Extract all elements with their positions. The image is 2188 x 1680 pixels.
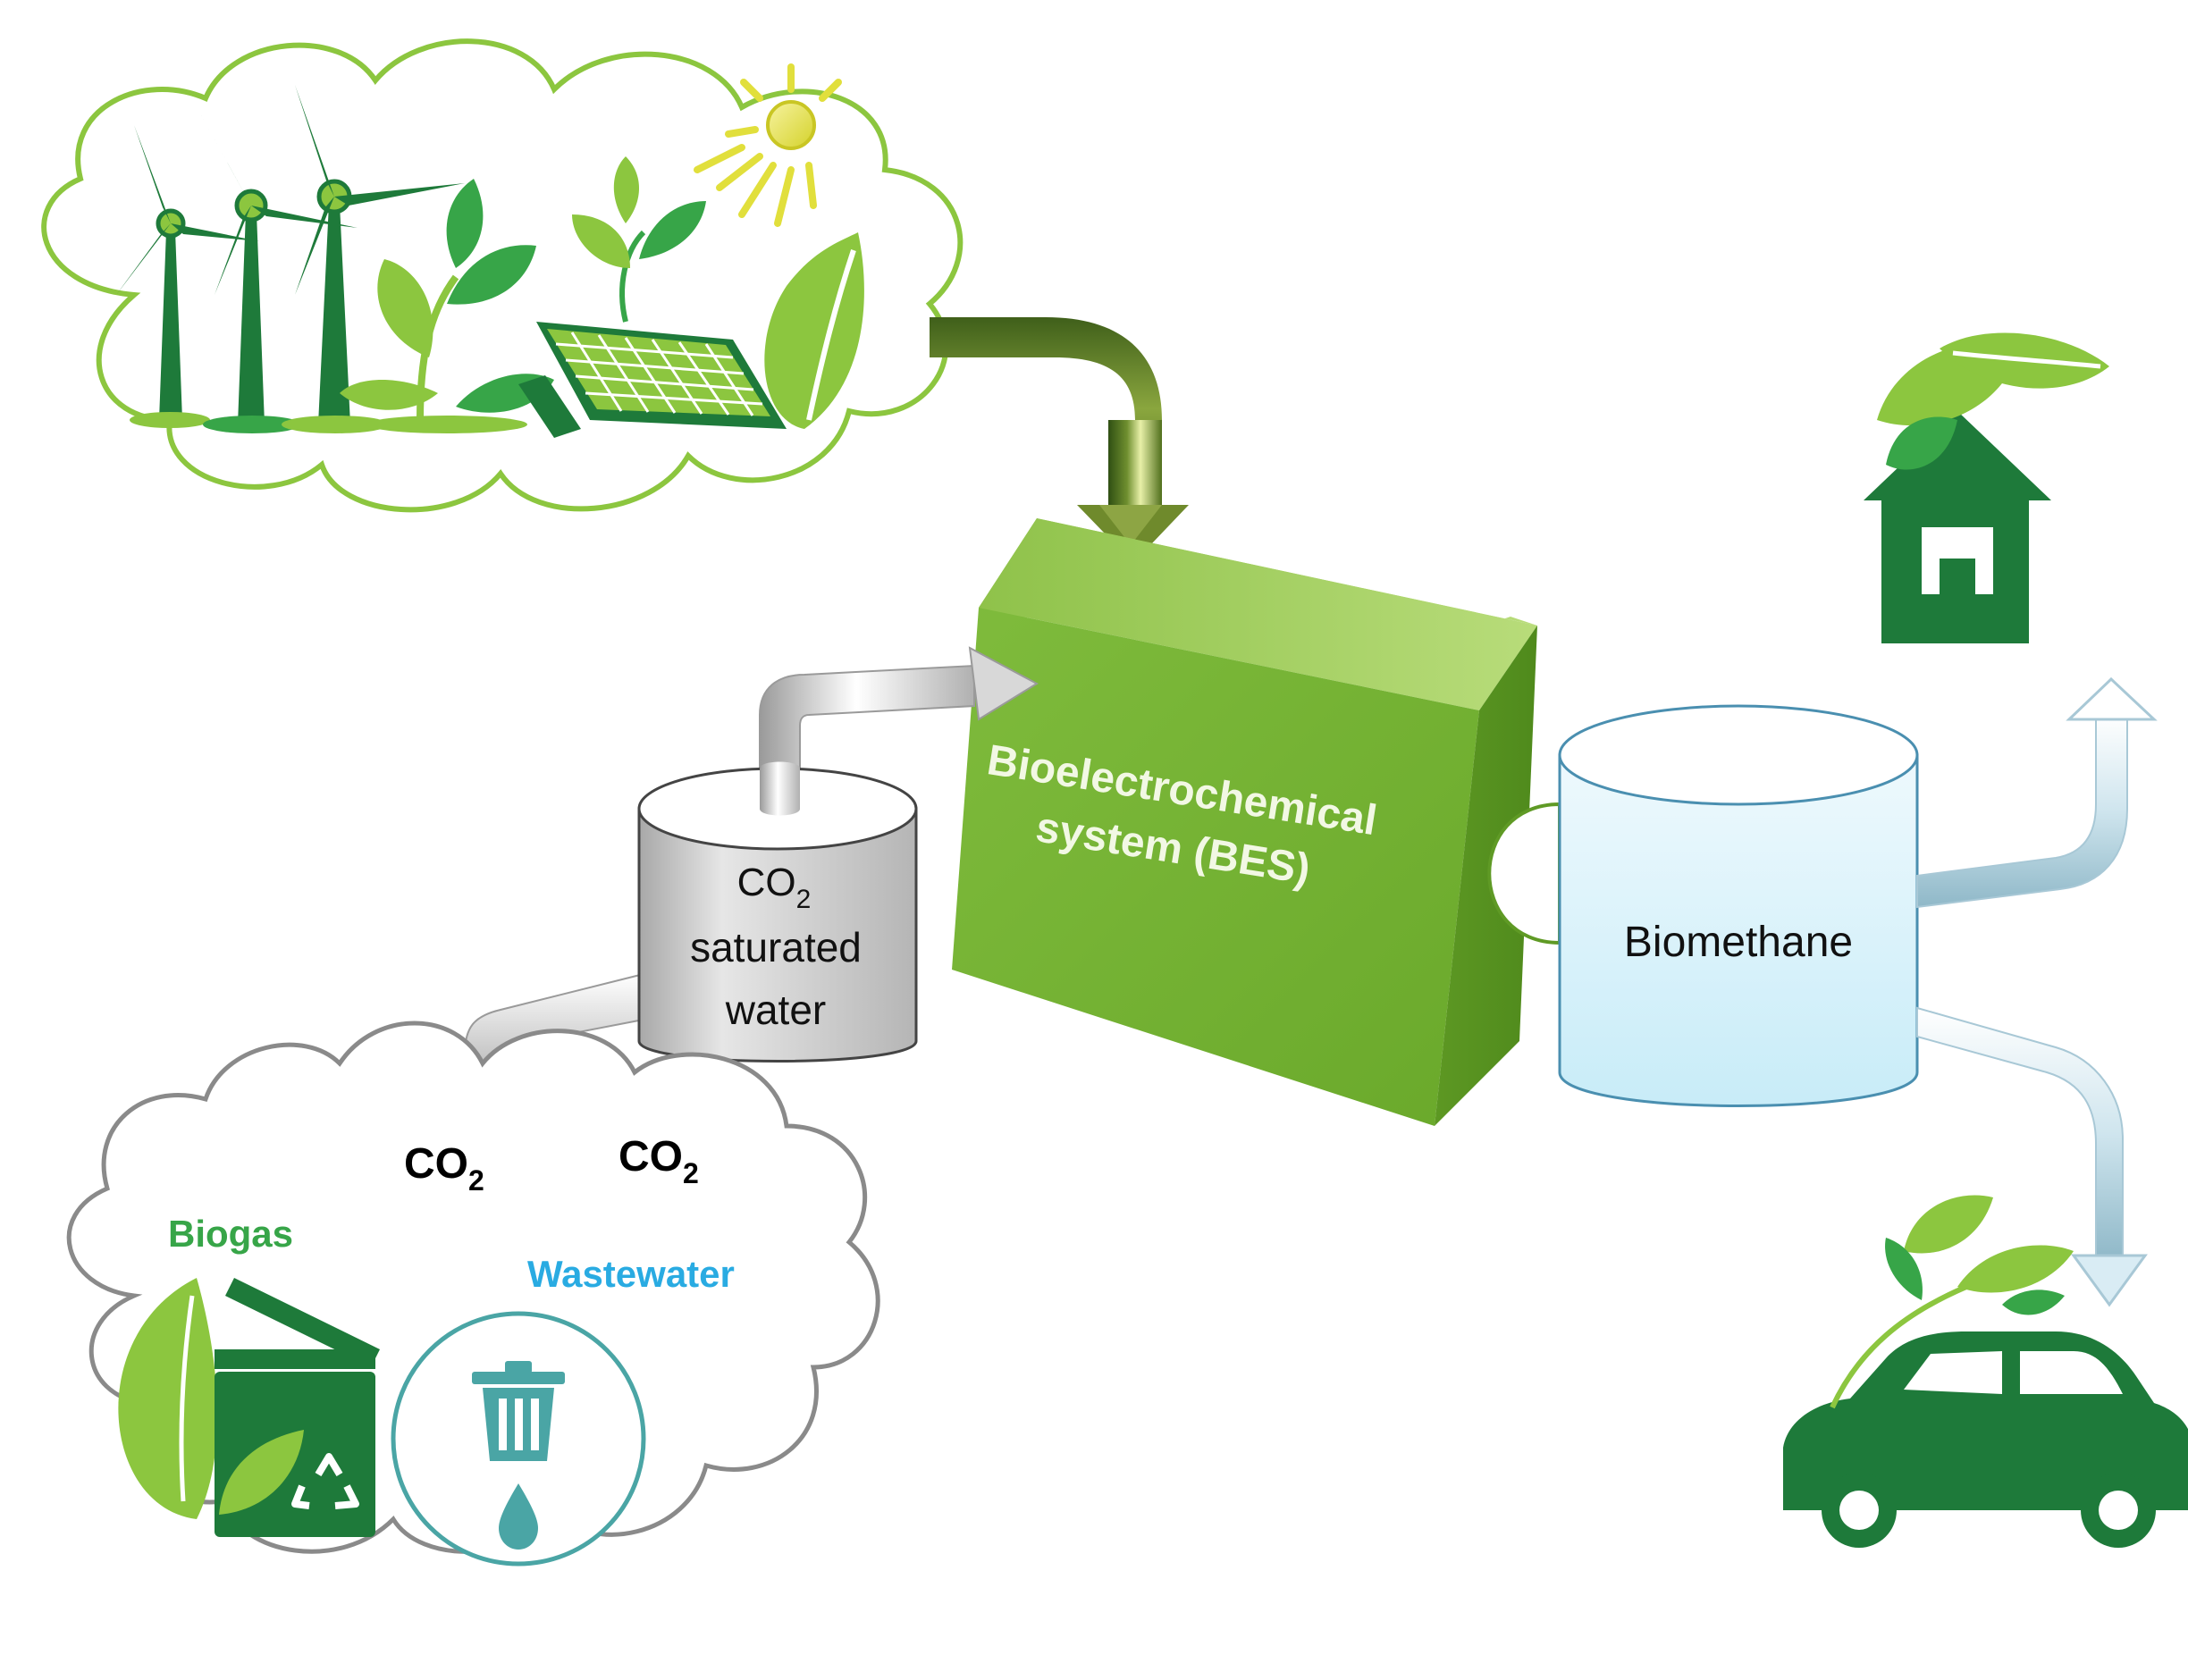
bes-box: Bioelectrochemical system (BES) bbox=[952, 518, 1537, 1126]
green-car-icon bbox=[1783, 1195, 2188, 1548]
bes-biomethane-connector bbox=[1487, 802, 1561, 945]
bes-side-face bbox=[1435, 626, 1537, 1126]
recycle-icon bbox=[291, 1453, 359, 1509]
co2-water-tank: CO2 saturated water bbox=[637, 761, 918, 1063]
leaf-icon bbox=[118, 1278, 218, 1519]
leaf-icon bbox=[764, 232, 864, 429]
biomethane-tank: Biomethane bbox=[1558, 704, 1919, 1107]
solar-panel-icon bbox=[518, 156, 787, 438]
plant-icon bbox=[340, 179, 554, 433]
recycle-bin-icon bbox=[215, 1278, 380, 1537]
wastewater-label: Wastewater bbox=[527, 1253, 735, 1295]
bes-front-face bbox=[952, 608, 1479, 1126]
green-house-icon bbox=[1864, 332, 2109, 643]
co2-label-right: CO2 bbox=[619, 1133, 699, 1189]
tank-label-line2: saturated bbox=[690, 924, 862, 970]
co2-label-left: CO2 bbox=[404, 1140, 484, 1197]
co2-feed-pipe bbox=[759, 646, 1039, 811]
biogas-label: Biogas bbox=[168, 1213, 293, 1255]
output-arrow-car bbox=[1916, 1006, 2148, 1307]
wind-turbine-icon bbox=[116, 85, 465, 433]
tank-label-line1: CO2 bbox=[737, 861, 812, 914]
output-arrow-home bbox=[1916, 676, 2158, 909]
energy-input-arrow bbox=[930, 317, 1189, 563]
sun-icon bbox=[694, 63, 842, 227]
source-cloud: CO2 CO2 Biogas Wastewater bbox=[66, 1021, 880, 1567]
renewables-cloud bbox=[41, 38, 964, 513]
tank-label-line3: water bbox=[725, 987, 826, 1033]
trash-can-icon bbox=[472, 1361, 565, 1461]
biomethane-label: Biomethane bbox=[1624, 919, 1853, 966]
water-drop-icon bbox=[499, 1483, 538, 1550]
